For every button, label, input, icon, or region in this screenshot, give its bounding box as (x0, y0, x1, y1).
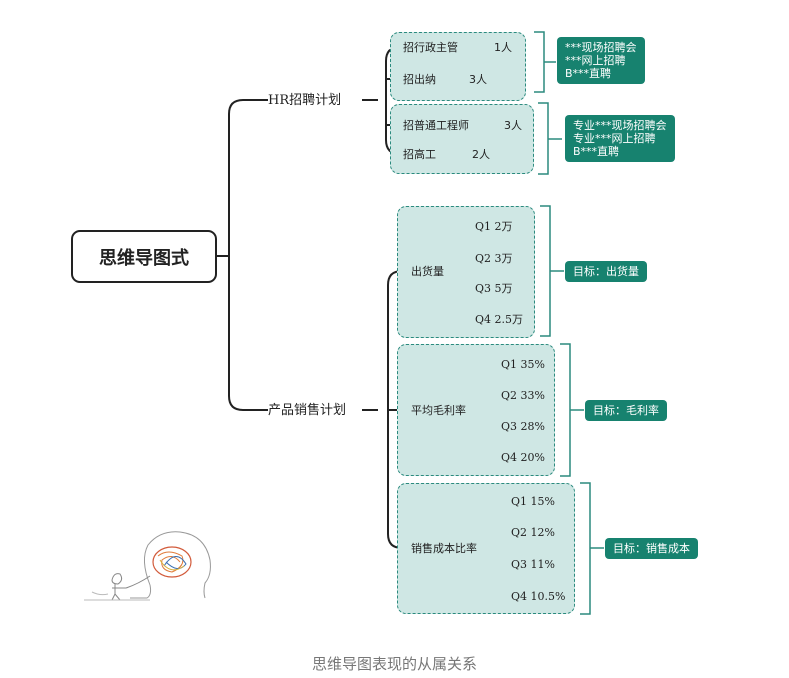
margin-q4: Q4 20% (501, 451, 545, 464)
hr-channel-1-3: B***直聘 (565, 67, 612, 80)
margin-q1: Q1 35% (501, 358, 545, 371)
hr-group-1 (390, 32, 526, 101)
hr-plan-label: HR招聘计划 (268, 93, 342, 108)
root-node: 思维导图式 (71, 230, 217, 283)
hr-channel-note-2: 专业***现场招聘会 专业***网上招聘 B***直聘 (565, 115, 675, 162)
cost-q4: Q4 10.5% (511, 590, 566, 603)
hr-channel-2-3: B***直聘 (573, 145, 620, 158)
hr-count-4: 2人 (472, 148, 490, 161)
hr-role-3: 招普通工程师 (403, 119, 469, 132)
volume-q1: Q1 2万 (475, 220, 513, 233)
margin-q2: Q2 33% (501, 389, 545, 402)
hr-role-1: 招行政主管 (403, 41, 458, 54)
volume-group (397, 206, 535, 338)
cost-goal-note: 目标：销售成本 (605, 538, 698, 559)
volume-goal-note: 目标：出货量 (565, 261, 647, 282)
figure-caption: 思维导图表现的从属关系 (311, 655, 477, 673)
margin-q3: Q3 28% (501, 420, 545, 433)
hr-channel-1-2: ***网上招聘 (565, 54, 626, 67)
volume-q3: Q3 5万 (475, 282, 513, 295)
hr-count-1: 1人 (494, 41, 512, 54)
cost-q1: Q1 15% (511, 495, 555, 508)
sales-plan-label: 产品销售计划 (268, 403, 347, 418)
volume-label: 出货量 (411, 265, 444, 278)
margin-goal-note: 目标：毛利率 (585, 400, 667, 421)
margin-group (397, 344, 555, 476)
hr-channel-2-2: 专业***网上招聘 (573, 132, 656, 145)
cost-group (397, 483, 575, 614)
hr-group-2 (390, 104, 534, 174)
hr-role-2: 招出纳 (403, 73, 436, 86)
head-sketch-illustration (84, 531, 211, 601)
volume-q2: Q2 3万 (475, 252, 513, 265)
hr-channel-note-1: ***现场招聘会 ***网上招聘 B***直聘 (557, 37, 645, 84)
hr-count-3: 3人 (504, 119, 522, 132)
hr-channel-2-1: 专业***现场招聘会 (573, 119, 667, 132)
hr-role-4: 招高工 (403, 148, 436, 161)
margin-label: 平均毛利率 (411, 404, 466, 417)
cost-q2: Q2 12% (511, 526, 555, 539)
hr-count-2: 3人 (469, 73, 487, 86)
volume-q4: Q4 2.5万 (475, 313, 524, 326)
hr-channel-1-1: ***现场招聘会 (565, 41, 637, 54)
cost-label: 销售成本比率 (411, 542, 477, 555)
cost-q3: Q3 11% (511, 558, 555, 571)
